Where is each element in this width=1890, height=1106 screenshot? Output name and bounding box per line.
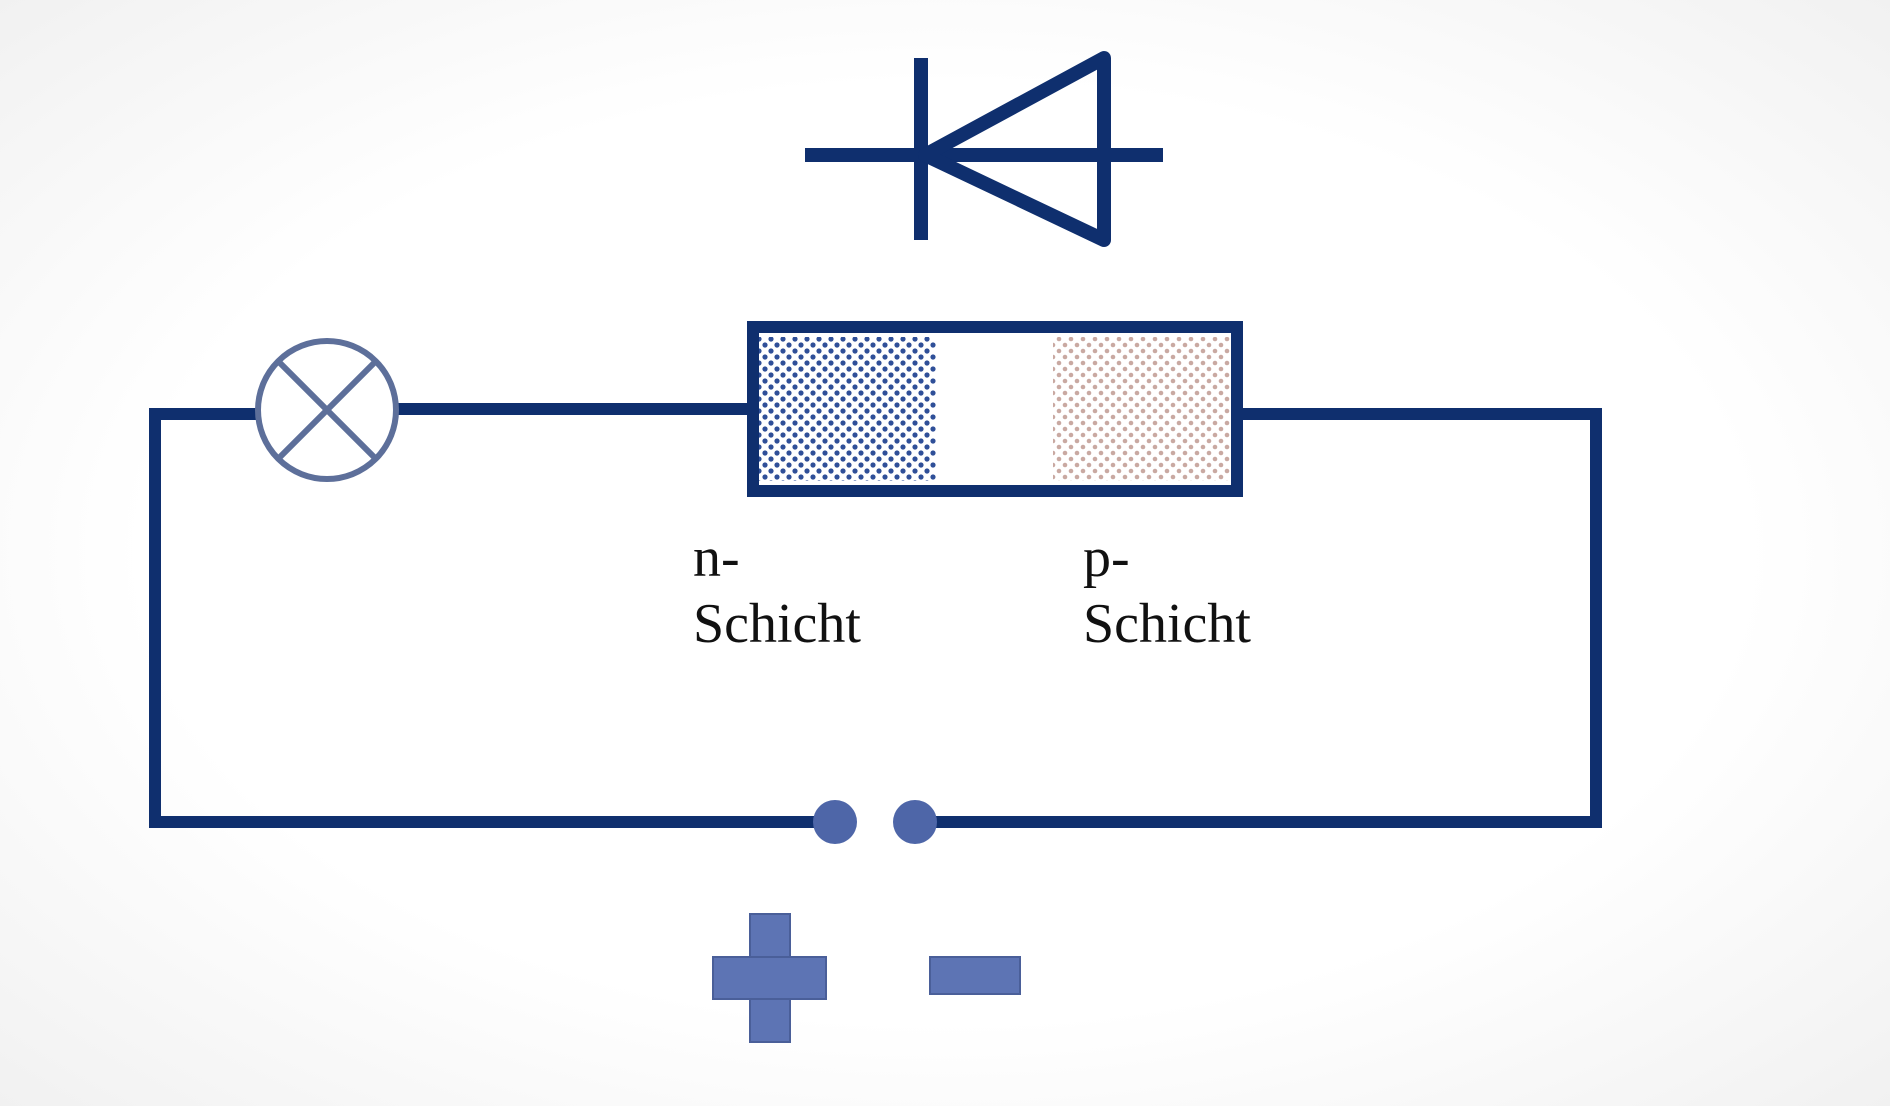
terminals bbox=[813, 800, 937, 844]
wire-right bbox=[909, 408, 1602, 828]
diode-symbol-triangle bbox=[918, 51, 1111, 247]
diode-symbol-icon bbox=[805, 51, 1163, 247]
terminal-positive-dot bbox=[813, 800, 857, 844]
circuit-wires bbox=[149, 403, 1602, 828]
n-layer-region bbox=[758, 337, 936, 481]
p-layer-label-line2: Schicht bbox=[1083, 593, 1251, 655]
p-layer-label: p- Schicht bbox=[1083, 525, 1251, 657]
n-layer-label-line1: n- bbox=[693, 527, 740, 589]
n-layer-label-line2: Schicht bbox=[693, 593, 861, 655]
minus-icon bbox=[929, 956, 1021, 995]
diode-body-outline bbox=[747, 321, 1243, 497]
wire-left bbox=[149, 408, 841, 828]
plus-icon bbox=[712, 913, 827, 1043]
terminal-negative-dot bbox=[893, 800, 937, 844]
n-layer-label: n- Schicht bbox=[693, 525, 861, 657]
diode-body bbox=[747, 321, 1243, 497]
p-layer-region bbox=[1053, 337, 1230, 481]
lamp-icon bbox=[255, 338, 399, 482]
p-layer-label-line1: p- bbox=[1083, 527, 1130, 589]
